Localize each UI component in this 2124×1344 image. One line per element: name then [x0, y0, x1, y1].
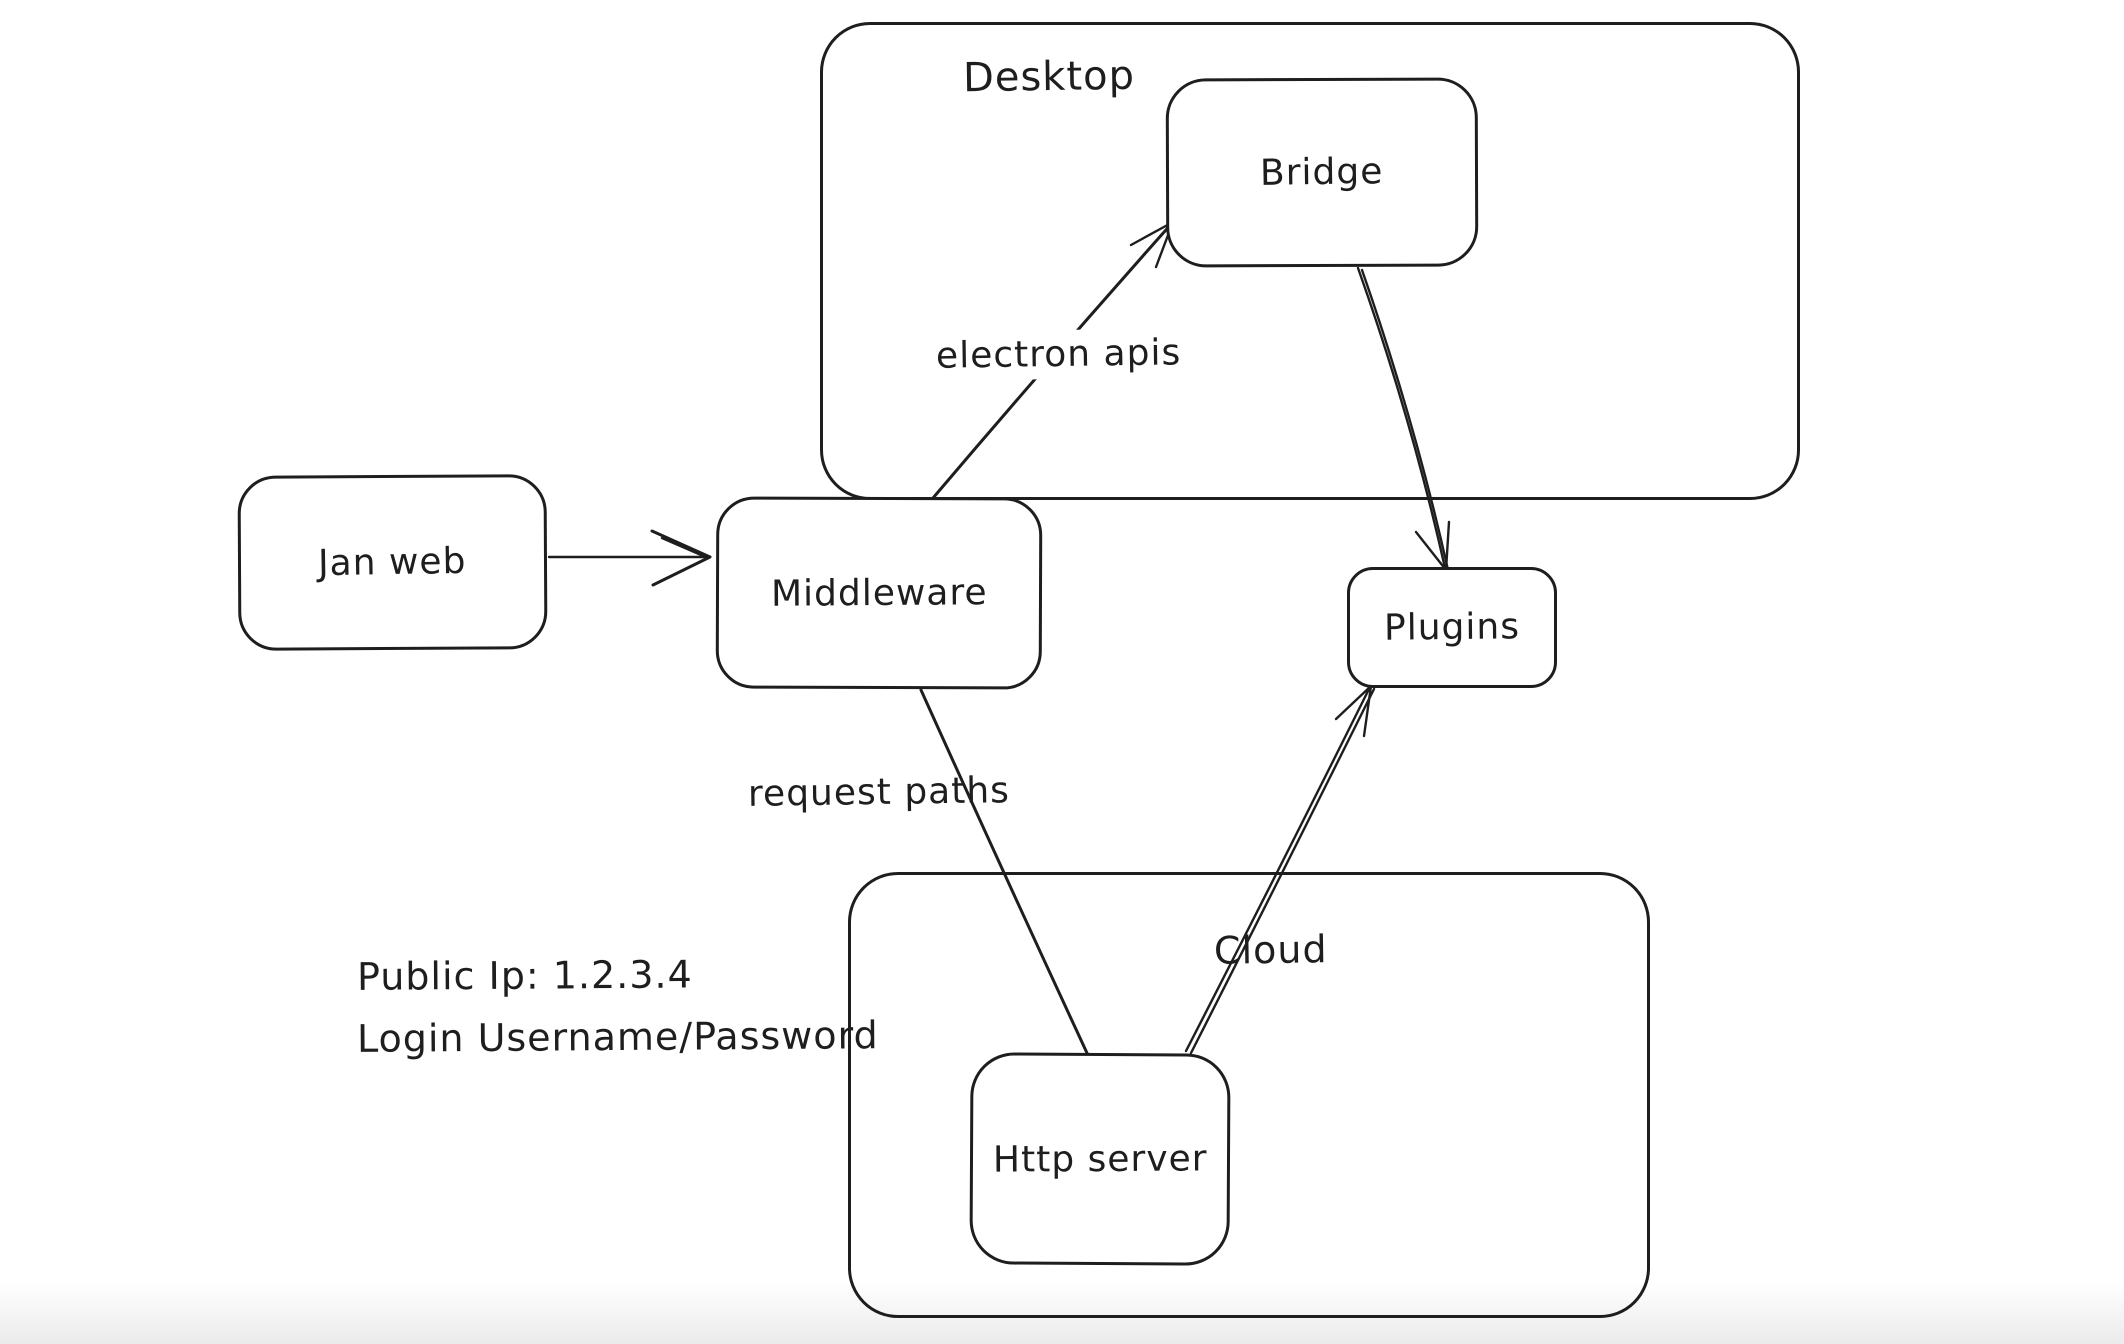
node-bridge-label: Bridge [1260, 151, 1384, 194]
edge-label-request-paths[interactable]: request paths [747, 770, 1011, 815]
desktop-container-title[interactable]: Desktop [962, 52, 1136, 102]
window-bottom-fade [0, 1282, 2124, 1344]
node-jan-web-label: Jan web [317, 540, 468, 585]
annotation-block[interactable]: Public Ip: 1.2.3.4 Login Username/Passwo… [357, 944, 879, 1068]
edge-middleware-to-httpserver[interactable] [919, 688, 1089, 1055]
node-plugins[interactable]: Plugins [1347, 567, 1557, 688]
node-http-server-label: Http server [992, 1137, 1208, 1181]
annotation-public-ip: Public Ip: 1.2.3.4 [356, 952, 693, 999]
cloud-container[interactable] [848, 872, 1650, 1318]
node-http-server[interactable]: Http server [969, 1052, 1231, 1266]
edge-bridge-to-plugins[interactable] [1356, 266, 1451, 572]
edge-label-electron-apis[interactable]: electron apis [925, 328, 1192, 381]
node-plugins-label: Plugins [1383, 606, 1521, 649]
cloud-container-title[interactable]: Cloud [1213, 927, 1328, 973]
node-middleware[interactable]: Middleware [715, 496, 1043, 690]
node-middleware-label: Middleware [770, 571, 988, 615]
annotation-login: Login Username/Password [356, 1013, 879, 1061]
edge-janweb-to-middleware[interactable] [547, 529, 712, 587]
node-bridge[interactable]: Bridge [1165, 77, 1479, 268]
edge-httpserver-to-plugins[interactable] [1184, 684, 1376, 1055]
desktop-container[interactable] [820, 22, 1800, 500]
node-jan-web[interactable]: Jan web [237, 474, 548, 651]
